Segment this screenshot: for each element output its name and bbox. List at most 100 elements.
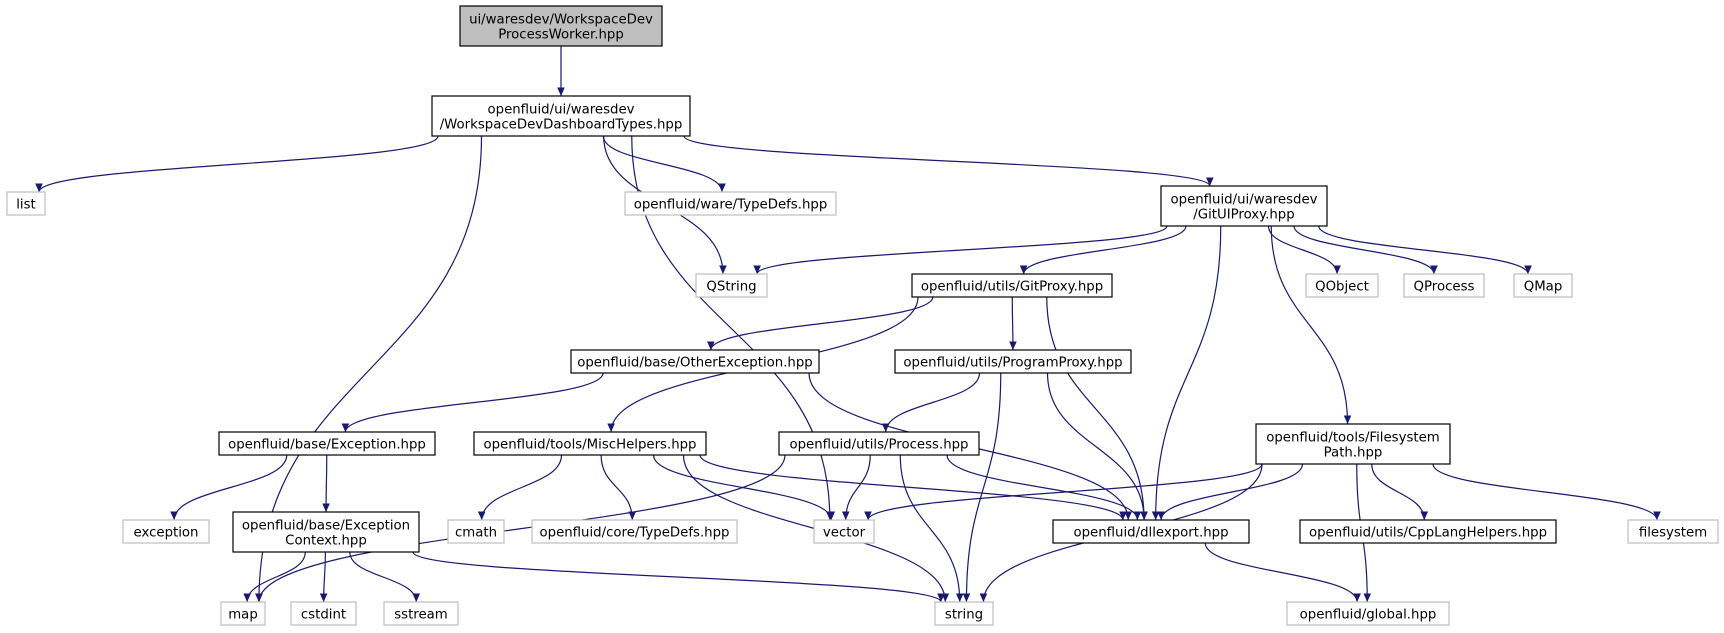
node-box-gituiproxy [1160,185,1328,227]
node-filesystem: filesystem [1627,519,1719,544]
node-label-dllexport-0: openfluid/dllexport.hpp [1073,526,1228,541]
node-sstream: sstream [383,601,459,626]
node-label-root-1: ProcessWorker.hpp [498,28,624,43]
edge-mischelpers-to-cmath [477,454,563,521]
node-mischelpers[interactable]: openfluid/tools/MiscHelpers.hpp [473,431,707,456]
node-coretypedefs: openfluid/core/TypeDefs.hpp [531,519,738,544]
edge-exccontext-to-sstream [349,551,421,603]
edge-dashtypes-to-waretypedefs [602,135,726,193]
edge-gituiproxy-to-gitproxy [1019,225,1187,275]
node-label-exccontext-1: Context.hpp [285,534,367,549]
edge-gitproxy-to-progproxy [1009,296,1017,351]
node-gitproxy[interactable]: openfluid/utils/GitProxy.hpp [911,273,1113,298]
node-exception_hpp[interactable]: openfluid/base/Exception.hpp [218,431,436,456]
node-gituiproxy[interactable]: openfluid/ui/waresdev/GitUIProxy.hpp [1160,185,1328,227]
node-label-qstring-0: QString [706,280,756,295]
nodes-layer: ui/waresdev/WorkspaceDevProcessWorker.hp… [6,5,1719,626]
node-vector: vector [813,519,875,544]
node-label-global-0: openfluid/global.hpp [1300,608,1437,623]
node-box-qstring [695,273,768,298]
node-box-vector [813,519,875,544]
node-box-exccontext [232,511,420,553]
node-dashtypes[interactable]: openfluid/ui/waresdev/WorkspaceDevDashbo… [431,95,691,137]
node-label-otherexc-0: openfluid/base/OtherException.hpp [577,356,813,371]
node-box-otherexc [570,349,820,374]
node-list: list [6,191,46,216]
node-label-sstream-0: sstream [394,608,448,623]
edge-gitproxy-to-otherexc [707,296,934,351]
node-global: openfluid/global.hpp [1286,601,1450,626]
node-label-exception-0: exception [134,526,199,541]
node-label-map-0: map [228,608,258,623]
edge-process-to-vector [841,454,871,521]
node-box-cmath [447,519,505,544]
edge-gituiproxy-to-dllexport [1151,225,1222,521]
node-process[interactable]: openfluid/utils/Process.hpp [778,431,980,456]
node-label-process-0: openfluid/utils/Process.hpp [789,438,968,453]
edge-exccontext-to-map [243,551,306,603]
node-root[interactable]: ui/waresdev/WorkspaceDevProcessWorker.hp… [459,5,663,47]
node-box-root [459,5,663,47]
edge-gituiproxy-to-qobject [1267,225,1341,275]
edge-process-to-map [255,454,786,603]
edge-process-to-dllexport [946,454,1142,521]
node-box-process [778,431,980,456]
node-qprocess: QProcess [1403,273,1485,298]
node-label-exception_hpp-0: openfluid/base/Exception.hpp [228,438,426,453]
edge-gituiproxy-to-qprocess [1293,225,1438,275]
node-label-fspath-1: Path.hpp [1324,446,1383,461]
node-exception: exception [122,519,210,544]
node-cstdint: cstdint [290,601,357,626]
node-map: map [220,601,266,626]
node-box-qobject [1305,273,1379,298]
node-cmath: cmath [447,519,505,544]
edge-gituiproxy-to-fspath [1270,225,1352,425]
edge-fspath-to-vector [864,463,1263,521]
node-progproxy[interactable]: openfluid/utils/ProgramProxy.hpp [894,349,1132,374]
node-string: string [934,601,994,626]
edge-progproxy-to-process [881,372,981,433]
node-label-cpplang-0: openfluid/utils/CppLangHelpers.hpp [1309,526,1547,541]
edge-process-to-string [899,454,964,603]
edge-dashtypes-to-gituiproxy [683,135,1214,187]
node-box-progproxy [894,349,1132,374]
node-dllexport[interactable]: openfluid/dllexport.hpp [1052,519,1250,544]
node-label-coretypedefs-0: openfluid/core/TypeDefs.hpp [540,526,730,541]
edge-progproxy-to-string [962,372,1002,603]
node-label-filesystem-0: filesystem [1639,526,1707,541]
node-box-dashtypes [431,95,691,137]
node-box-coretypedefs [531,519,738,544]
edge-exccontext-to-string [412,551,945,603]
edge-fspath-to-dllexport [1157,463,1304,521]
node-box-cpplang [1299,519,1557,544]
node-box-exception [122,519,210,544]
node-label-progproxy-0: openfluid/utils/ProgramProxy.hpp [903,356,1122,371]
node-box-qmap [1513,273,1573,298]
node-label-vector-0: vector [823,526,866,541]
edge-gituiproxy-to-qstring [753,225,1168,275]
node-box-dllexport [1052,519,1250,544]
node-box-waretypedefs [624,191,837,216]
node-label-cstdint-0: cstdint [301,608,346,623]
edge-fspath-to-filesystem [1432,463,1661,521]
node-label-mischelpers-0: openfluid/tools/MiscHelpers.hpp [483,438,696,453]
edge-dllexport-to-global [1204,542,1361,603]
node-label-string-0: string [945,608,983,623]
edges-layer [35,46,1661,603]
node-box-sstream [383,601,459,626]
node-box-qprocess [1403,273,1485,298]
node-cpplang[interactable]: openfluid/utils/CppLangHelpers.hpp [1299,519,1557,544]
node-label-root-0: ui/waresdev/WorkspaceDev [469,13,653,28]
node-label-qmap-0: QMap [1524,280,1563,295]
node-otherexc[interactable]: openfluid/base/OtherException.hpp [570,349,820,374]
edge-progproxy-to-dllexport [1046,372,1148,521]
node-label-exccontext-0: openfluid/base/Exception [242,519,410,534]
edge-otherexc-to-exception_hpp [341,372,604,433]
node-box-mischelpers [473,431,707,456]
node-box-exception_hpp [218,431,436,456]
node-label-waretypedefs-0: openfluid/ware/TypeDefs.hpp [634,198,828,213]
node-label-list-0: list [16,198,36,213]
